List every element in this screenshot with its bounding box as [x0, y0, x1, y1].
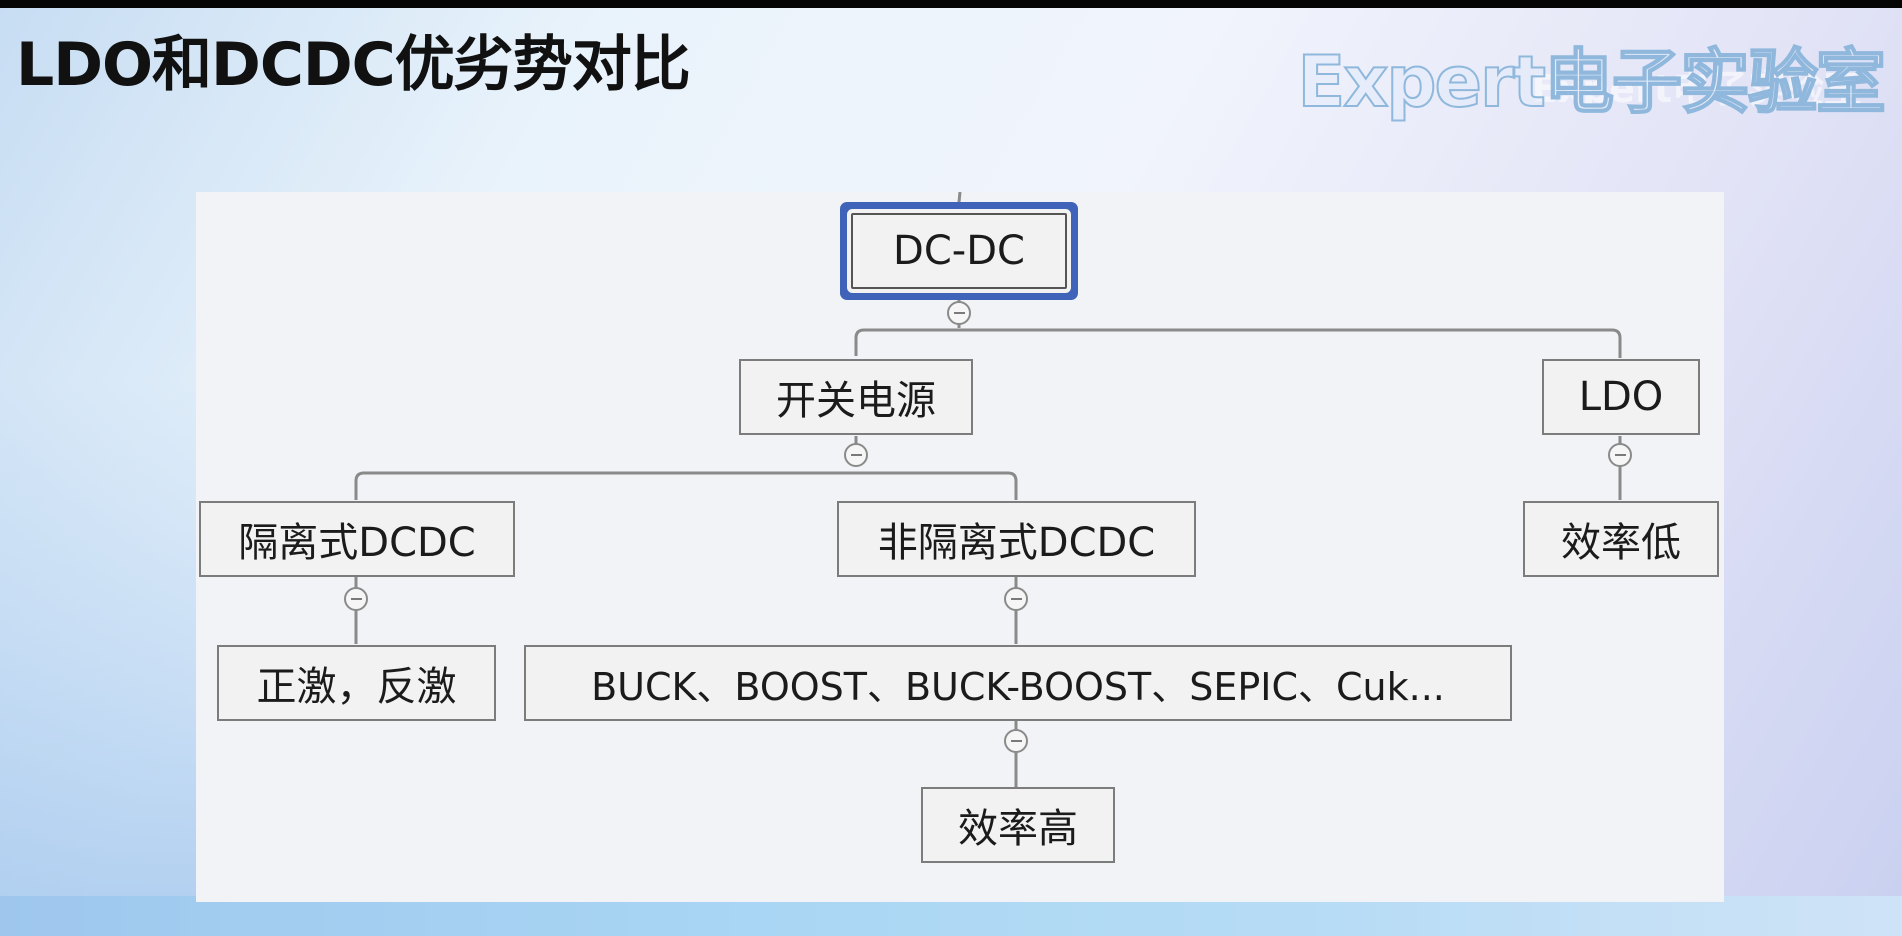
- node-ldo[interactable]: LDO: [1542, 359, 1700, 435]
- node-ldo-low-efficiency[interactable]: 效率低: [1523, 501, 1719, 577]
- collapse-root-icon[interactable]: [947, 301, 971, 325]
- node-high-efficiency[interactable]: 效率高: [921, 787, 1115, 863]
- collapse-switching-icon[interactable]: [844, 443, 868, 467]
- top-bar: [0, 0, 1902, 8]
- collapse-non-isolated-icon[interactable]: [1004, 587, 1028, 611]
- collapse-topologies-icon[interactable]: [1004, 729, 1028, 753]
- watermark-ghost: Expert电子实验室: [1531, 67, 1862, 111]
- node-non-isolated-dcdc[interactable]: 非隔离式DCDC: [837, 501, 1196, 577]
- background-glow-left: [0, 380, 200, 936]
- node-switching-power[interactable]: 开关电源: [739, 359, 973, 435]
- collapse-ldo-icon[interactable]: [1608, 443, 1632, 467]
- node-non-isolated-topologies[interactable]: BUCK、BOOST、BUCK-BOOST、SEPIC、Cuk...: [524, 645, 1512, 721]
- node-isolated-dcdc[interactable]: 隔离式DCDC: [199, 501, 515, 577]
- watermark-logo: Expert电子实验室: [1296, 40, 1887, 124]
- node-dcdc-root[interactable]: DC-DC: [851, 213, 1067, 289]
- node-forward-flyback[interactable]: 正激，反激: [217, 645, 496, 721]
- connector-root-parent: [957, 192, 962, 212]
- background-glow-bottom: [0, 896, 1902, 936]
- collapse-isolated-icon[interactable]: [344, 587, 368, 611]
- connector-root-children: [854, 328, 1622, 358]
- mindmap-canvas: DC-DC 开关电源 LDO 隔离式DCDC 非隔离式DCDC 效率低 正激，反…: [196, 192, 1724, 902]
- connector-switching-children: [354, 471, 1018, 500]
- slide-title: LDO和DCDC优劣势对比: [16, 30, 691, 100]
